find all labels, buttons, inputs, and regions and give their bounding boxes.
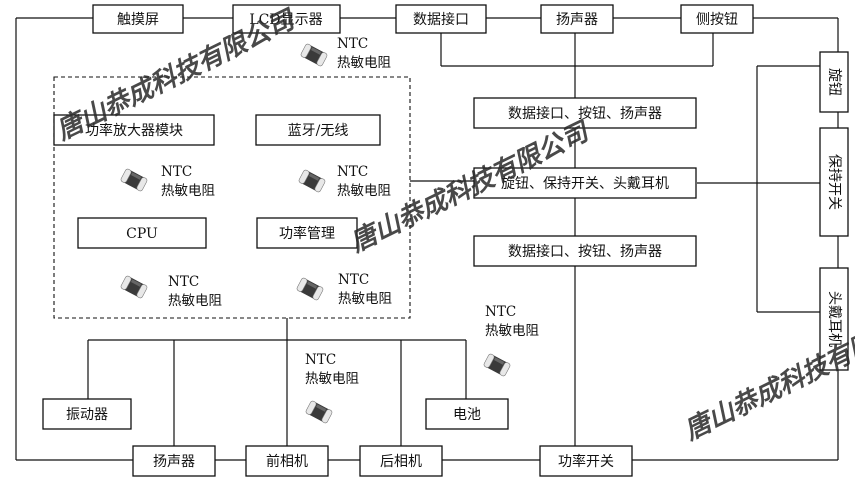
svg-text:后相机: 后相机 <box>380 454 422 470</box>
ntc-thermistor-chip-icon <box>119 274 149 300</box>
svg-text:功率放大器模块: 功率放大器模块 <box>85 122 183 139</box>
svg-text:功率管理: 功率管理 <box>279 225 335 242</box>
ntc-thermistor-4: NTC 热敏电阻 <box>119 274 222 309</box>
block-rear-camera: 后相机 <box>359 445 443 477</box>
main-module-outline <box>53 76 411 319</box>
ntc-thermistor-chip-icon <box>304 399 334 425</box>
block-front-camera: 前相机 <box>245 445 329 477</box>
ntc-thermistor-7: NTC 热敏电阻 <box>304 352 359 425</box>
svg-text:热敏电阻: 热敏电阻 <box>485 323 539 339</box>
svg-text:前相机: 前相机 <box>266 453 308 470</box>
block-power-switch: 功率开关 <box>539 445 633 477</box>
svg-text:功率开关: 功率开关 <box>558 453 614 470</box>
block-touchscreen: 触摸屏 <box>92 4 184 34</box>
ntc-thermistor-5: NTC 热敏电阻 <box>295 272 392 307</box>
svg-text:NTC: NTC <box>305 352 336 368</box>
svg-text:热敏电阻: 热敏电阻 <box>338 291 392 307</box>
svg-text:数据接口、按钮、扬声器: 数据接口、按钮、扬声器 <box>508 105 662 122</box>
ntc-thermistor-1: NTC 热敏电阻 <box>299 36 391 71</box>
block-hub-knob-hold-headphone: 旋钮、保持开关、头戴耳机 <box>473 167 697 199</box>
svg-text:数据接口: 数据接口 <box>413 11 469 28</box>
svg-text:热敏电阻: 热敏电阻 <box>337 183 391 199</box>
svg-text:热敏电阻: 热敏电阻 <box>168 293 222 309</box>
block-vibrator: 振动器 <box>42 398 132 430</box>
ntc-thermistor-chip-icon <box>297 168 327 194</box>
svg-text:电池: 电池 <box>453 407 481 423</box>
svg-text:头戴耳机: 头戴耳机 <box>826 291 842 347</box>
ntc-thermistor-chip-icon <box>295 276 325 302</box>
svg-text:NTC: NTC <box>337 164 368 180</box>
block-headphone: 头戴耳机 <box>819 267 849 371</box>
svg-text:蓝牙/无线: 蓝牙/无线 <box>288 123 349 139</box>
block-cpu: CPU <box>77 217 207 249</box>
block-battery: 电池 <box>425 398 509 430</box>
block-hub-data-buttons-speaker-2: 数据接口、按钮、扬声器 <box>473 235 697 267</box>
svg-text:触摸屏: 触摸屏 <box>117 12 159 28</box>
svg-text:侧按钮: 侧按钮 <box>696 12 738 28</box>
svg-text:保持开关: 保持开关 <box>826 154 842 210</box>
block-bluetooth: 蓝牙/无线 <box>255 114 381 146</box>
svg-text:NTC: NTC <box>337 36 368 52</box>
svg-text:热敏电阻: 热敏电阻 <box>305 371 359 387</box>
svg-text:NTC: NTC <box>338 272 369 288</box>
block-hold-switch: 保持开关 <box>819 127 849 237</box>
block-speaker-bottom: 扬声器 <box>132 445 216 477</box>
block-lcd: LCD显示器 <box>232 4 341 34</box>
ntc-thermistor-chip-icon <box>119 167 149 193</box>
block-side-button: 侧按钮 <box>680 4 754 34</box>
svg-text:旋钮: 旋钮 <box>826 68 842 96</box>
svg-text:扬声器: 扬声器 <box>153 454 195 470</box>
svg-text:旋钮、保持开关、头戴耳机: 旋钮、保持开关、头戴耳机 <box>501 176 669 192</box>
svg-text:扬声器: 扬声器 <box>556 12 598 28</box>
svg-text:NTC: NTC <box>168 274 199 290</box>
svg-text:热敏电阻: 热敏电阻 <box>337 55 391 71</box>
block-speaker-top: 扬声器 <box>540 4 614 34</box>
block-knob: 旋钮 <box>819 51 849 113</box>
svg-text:LCD显示器: LCD显示器 <box>249 12 322 28</box>
svg-text:数据接口、按钮、扬声器: 数据接口、按钮、扬声器 <box>508 243 662 260</box>
ntc-thermistor-3: NTC 热敏电阻 <box>297 164 391 199</box>
ntc-thermistor-chip-icon <box>299 42 329 68</box>
ntc-thermistor-chip-icon <box>482 352 512 378</box>
ntc-thermistor-6: NTC 热敏电阻 <box>482 304 539 378</box>
block-power-management: 功率管理 <box>256 217 358 249</box>
block-data-port-top: 数据接口 <box>395 4 487 34</box>
ntc-thermistor-2: NTC 热敏电阻 <box>119 164 215 199</box>
block-hub-data-buttons-speaker-1: 数据接口、按钮、扬声器 <box>473 97 697 129</box>
svg-text:NTC: NTC <box>485 304 516 320</box>
svg-text:热敏电阻: 热敏电阻 <box>161 183 215 199</box>
svg-text:NTC: NTC <box>161 164 192 180</box>
svg-text:CPU: CPU <box>126 226 158 242</box>
block-power-amplifier: 功率放大器模块 <box>53 114 215 146</box>
svg-text:振动器: 振动器 <box>66 407 108 423</box>
